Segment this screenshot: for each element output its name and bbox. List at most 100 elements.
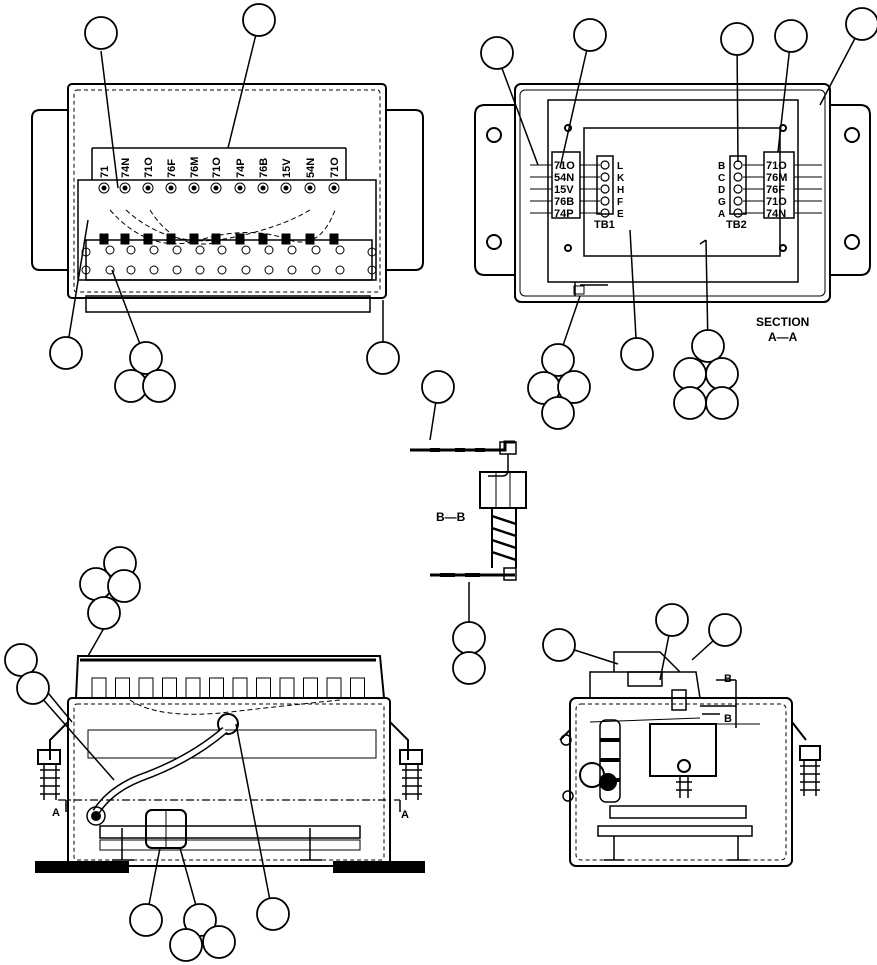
section-a-a-label-line1: SECTION <box>756 315 809 329</box>
callout-balloon <box>541 396 575 430</box>
tb2-terminal-letter: A <box>718 209 725 220</box>
callout-balloon <box>16 671 50 705</box>
terminal-stud <box>98 182 110 194</box>
terminal-stud <box>188 182 200 194</box>
tb1-terminal <box>600 184 610 194</box>
callout-balloon <box>620 337 654 371</box>
terminal-label: 15V <box>281 158 293 178</box>
terminal-screw <box>264 245 274 255</box>
terminal-block <box>115 677 130 699</box>
tb1-terminal-letter: E <box>617 209 624 220</box>
terminal-stud <box>257 182 269 194</box>
terminal-screw <box>126 265 136 275</box>
terminal-screw <box>241 265 251 275</box>
terminal-lug <box>120 233 130 245</box>
section-arrow-a-right: A <box>401 809 409 821</box>
tb2-name: TB2 <box>726 219 747 231</box>
terminal-stud-center <box>283 185 289 191</box>
callout-balloon <box>541 343 575 377</box>
terminal-screw <box>241 245 251 255</box>
callout-balloon <box>720 22 754 56</box>
callout-balloon <box>705 386 739 420</box>
tb2-wire-label: 71O <box>766 160 787 172</box>
terminal-label: 76B <box>258 158 270 178</box>
callout-balloon <box>421 370 455 404</box>
terminal-stud <box>119 182 131 194</box>
tb1-wire-label: 74P <box>554 208 574 220</box>
callout-balloon <box>242 3 276 37</box>
terminal-block <box>326 677 342 699</box>
terminal-stud-center <box>307 185 313 191</box>
terminal-block <box>162 677 177 699</box>
callout-balloon <box>202 925 236 959</box>
callout-balloon <box>49 336 83 370</box>
terminal-screw <box>335 245 345 255</box>
terminal-screw <box>126 245 136 255</box>
tb1-wire-label: 15V <box>554 184 574 196</box>
section-b-b-label: B—B <box>436 510 466 524</box>
section-arrow-b-top: B <box>724 673 732 685</box>
terminal-screw <box>335 265 345 275</box>
callout-balloon <box>845 7 877 41</box>
section-a-a-label-line2: A—A <box>768 330 798 344</box>
terminal-screw <box>217 245 227 255</box>
box-side-view <box>35 655 425 873</box>
tb1-wire-label: 71O <box>554 160 575 172</box>
terminal-stud <box>234 182 246 194</box>
tb2-terminal <box>733 160 743 170</box>
tb2-terminal-letter: B <box>718 161 725 172</box>
terminal-lug <box>143 233 153 245</box>
terminal-block <box>91 677 107 699</box>
callout-balloon <box>129 903 163 937</box>
callout-balloon <box>452 621 486 655</box>
callout-balloon <box>87 596 121 630</box>
terminal-stud-center <box>101 185 107 191</box>
box-end-view <box>559 651 821 867</box>
callout-balloon <box>366 341 400 375</box>
tb1-terminal <box>600 160 610 170</box>
terminal-stud-center <box>237 185 243 191</box>
tb2-terminal-letter: G <box>718 197 726 208</box>
callout-balloon <box>169 928 203 962</box>
section-labels: SECTION A—A B—B A A B B TB1 TB2 <box>52 219 809 821</box>
tb2-terminal <box>733 172 743 182</box>
tb2-terminal-letter: D <box>718 185 725 196</box>
terminal-label: 76F <box>166 159 178 178</box>
callout-balloon <box>557 370 591 404</box>
terminal-screw <box>149 245 159 255</box>
callout-balloon <box>542 628 576 662</box>
terminal-stud <box>280 182 292 194</box>
tb2-wire-label: 76M <box>766 172 787 184</box>
terminal-stud <box>304 182 316 194</box>
callout-balloon <box>708 613 742 647</box>
terminal-label: 71O <box>329 157 341 178</box>
tb1-terminal-letter: H <box>617 185 624 196</box>
callout-balloon <box>573 18 607 52</box>
terminal-block <box>350 677 365 699</box>
tb2-terminal <box>733 184 743 194</box>
tb1-terminal <box>600 208 610 218</box>
tb2-wire-label: 74N <box>766 208 786 220</box>
callout-balloon <box>4 643 38 677</box>
tb2-terminal-letter: C <box>718 173 725 184</box>
terminal-block <box>279 677 295 699</box>
terminal-screw <box>264 265 274 275</box>
terminal-label: 76M <box>189 157 201 178</box>
terminal-label: 71O <box>143 157 155 178</box>
terminal-stud-center <box>122 185 128 191</box>
callout-balloon <box>673 386 707 420</box>
terminal-screw <box>311 265 321 275</box>
terminal-lug <box>329 233 339 245</box>
terminal-screw <box>172 245 182 255</box>
terminal-stud-center <box>168 185 174 191</box>
terminal-block <box>232 677 248 699</box>
terminal-screw <box>149 265 159 275</box>
terminal-stud-center <box>260 185 266 191</box>
tb2-terminal <box>733 208 743 218</box>
tb1-terminal <box>600 196 610 206</box>
section-b-b-detail <box>410 440 527 581</box>
terminal-label: 71O <box>211 157 223 178</box>
tb1-wire-label: 76B <box>554 196 574 208</box>
